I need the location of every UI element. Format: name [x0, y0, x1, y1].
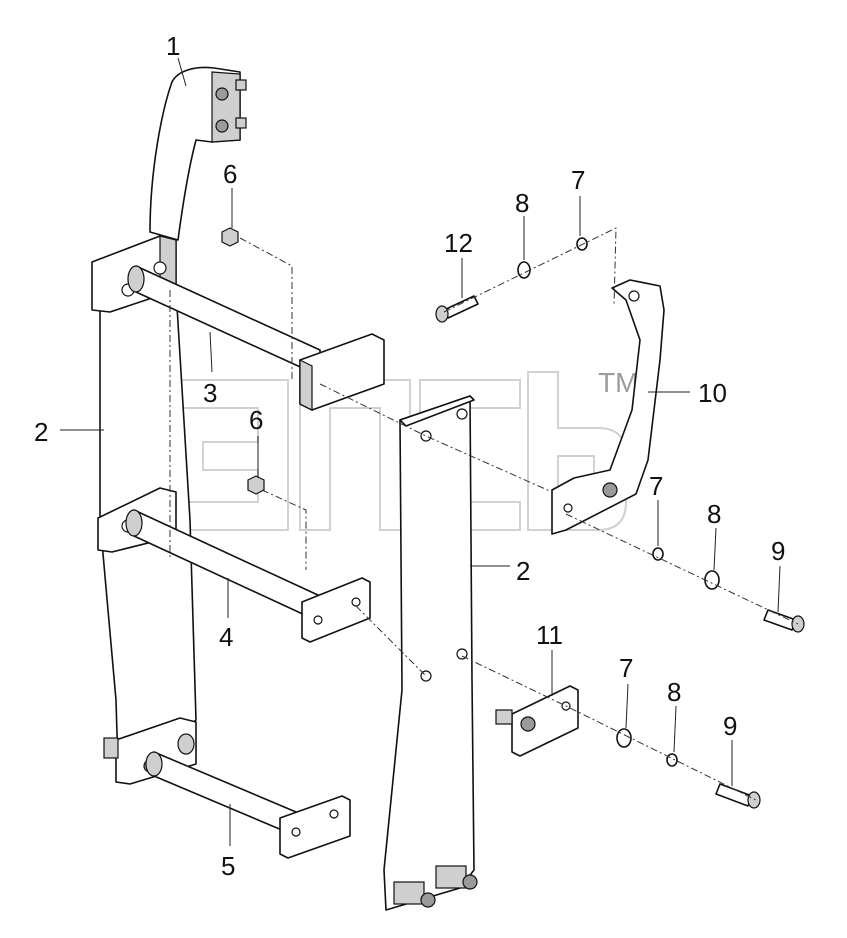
assembly-axes — [169, 227, 799, 801]
right-post-2 — [383, 395, 478, 911]
callout-2-left: 2 — [34, 417, 48, 447]
callout-7-middle: 7 — [649, 471, 663, 501]
callout-4: 4 — [219, 622, 233, 652]
callout-3: 3 — [203, 378, 217, 408]
callout-10: 10 — [698, 378, 727, 408]
bolt-12 — [435, 295, 479, 323]
nut-6-middle — [247, 475, 265, 495]
callout-9-lower: 9 — [723, 711, 737, 741]
plate-11 — [495, 685, 579, 757]
cross-tube-4 — [125, 509, 371, 643]
washer-7-lower — [616, 728, 632, 748]
callout-8-upper: 8 — [515, 188, 529, 218]
lock-washer-8-lower — [666, 753, 678, 767]
callout-12: 12 — [444, 228, 473, 258]
bolt-9-lower — [715, 783, 761, 809]
callout-2-right: 2 — [516, 556, 530, 586]
callout-8-lower: 8 — [667, 677, 681, 707]
watermark-tm: TM — [598, 367, 638, 398]
washer-8-middle — [704, 570, 720, 590]
callout-1: 1 — [166, 31, 180, 61]
bracket-10 — [551, 279, 665, 535]
callout-6-upper: 6 — [223, 159, 237, 189]
callout-7-upper: 7 — [571, 165, 585, 195]
callout-labels: 1 2 2 3 4 5 6 6 7 7 7 8 8 8 9 9 10 11 12 — [34, 31, 785, 881]
lock-washer-7-middle — [652, 547, 664, 561]
callout-7-lower: 7 — [619, 653, 633, 683]
washer-8-upper — [517, 261, 531, 279]
lock-washer-7-upper — [576, 237, 588, 251]
callout-8-middle: 8 — [707, 499, 721, 529]
bolt-9-middle — [763, 609, 805, 633]
cross-tube-3 — [127, 265, 385, 411]
cross-tube-5 — [145, 733, 351, 859]
callout-9-middle: 9 — [771, 536, 785, 566]
callout-11: 11 — [536, 620, 563, 650]
callout-6-middle: 6 — [249, 405, 263, 435]
callout-5: 5 — [221, 851, 235, 881]
nut-6-upper — [221, 227, 239, 247]
leader-lines — [60, 57, 781, 846]
